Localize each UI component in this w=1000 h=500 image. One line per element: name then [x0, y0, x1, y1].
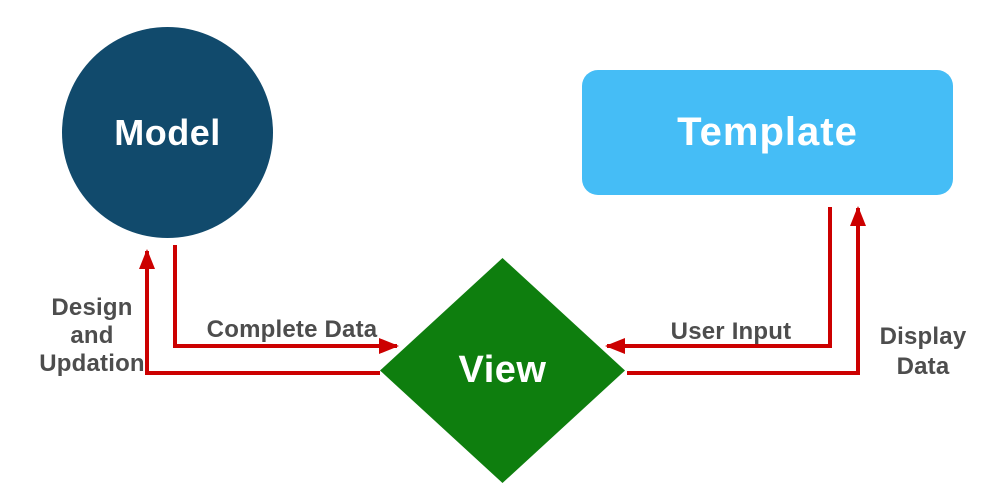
complete-data-label: Complete Data: [206, 316, 378, 343]
template-label: Template: [677, 110, 858, 154]
display-data-label: Display Data: [879, 323, 967, 380]
edge-view-to-template-arrow: [627, 206, 866, 375]
model-node: Model: [62, 27, 273, 238]
edge-view-to-model-arrow: [139, 249, 380, 375]
view-label: View: [458, 349, 547, 391]
design-and-updation-label: Design and Updation: [39, 294, 145, 377]
user-input-label: User Input: [670, 318, 792, 345]
template-node: Template: [582, 70, 953, 195]
view-node: View: [380, 258, 625, 483]
model-label: Model: [114, 111, 221, 153]
